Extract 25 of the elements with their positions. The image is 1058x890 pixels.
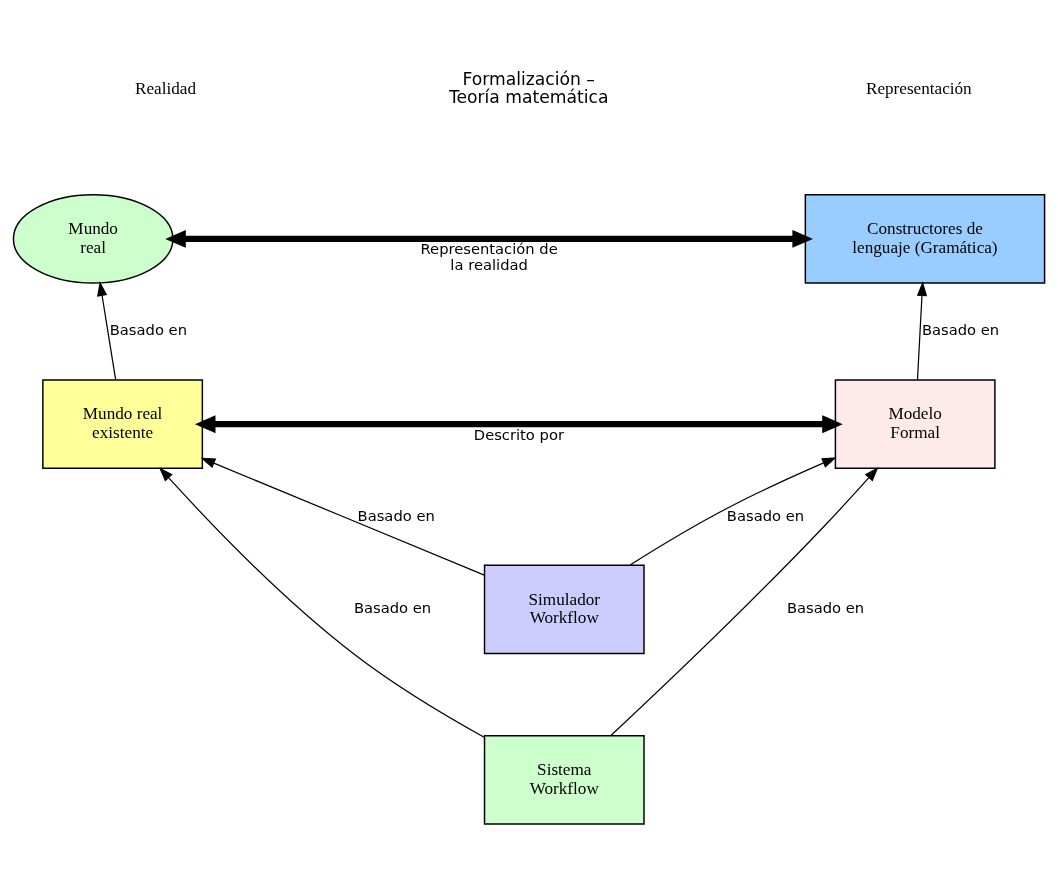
arrow: [200, 457, 485, 576]
node-box: Sistema Workflow: [483, 735, 645, 825]
arrow: [629, 457, 837, 566]
arrow: [610, 467, 879, 737]
label: Formalización – Teoría matemática: [448, 68, 609, 107]
edge-label: Basado en: [357, 506, 435, 524]
node-box: Simulador Workflow: [483, 564, 645, 655]
edge-label: Basado en: [353, 599, 432, 617]
edge-label: Basado en: [726, 506, 805, 524]
label: Representación: [865, 78, 972, 98]
edge-label: Representación de la realidad: [420, 240, 558, 274]
arrow: [97, 281, 117, 381]
arrow: [165, 229, 813, 248]
arrow: [916, 281, 928, 381]
edge-label: Descrito por: [473, 425, 564, 443]
node-box: Mundo real existente: [42, 379, 204, 470]
node-box: Constructores de lenguaje (Gramática): [804, 194, 1046, 284]
arrow: [159, 467, 485, 738]
arrow: [194, 415, 843, 434]
edge-label: Basado en: [109, 321, 187, 339]
edge-label: Basado en: [921, 321, 1000, 339]
node-box: Modelo Formal: [834, 379, 996, 470]
edge-label: Basado en: [786, 599, 865, 617]
node-ellipse: Mundo real: [12, 194, 174, 284]
label: Realidad: [135, 78, 197, 98]
